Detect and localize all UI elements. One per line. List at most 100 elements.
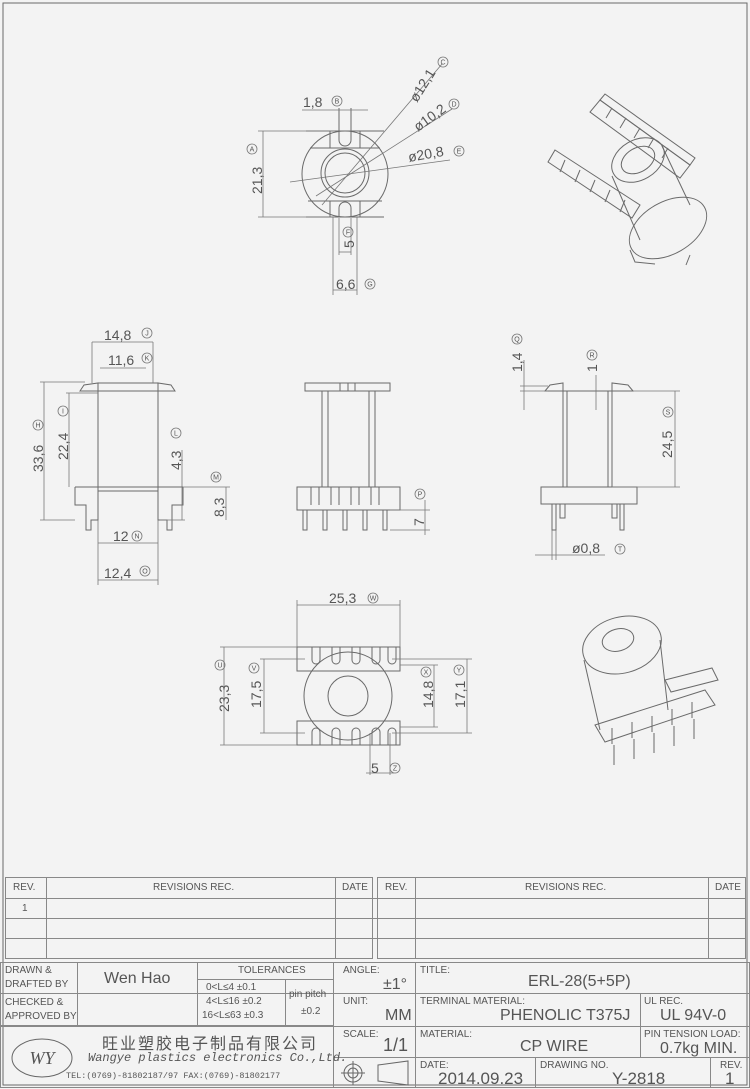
dimension-tag-circle-q: [511, 333, 523, 345]
dimension-tag-circle-a: [246, 143, 258, 155]
company-name-cn: 旺业塑胶电子制品有限公司: [102, 1034, 319, 1053]
dimension-tag-e: E: [457, 149, 462, 156]
dimension-tag-circle-t: [614, 543, 626, 555]
row-divider: [0, 993, 333, 1026]
dimension-value-d: ø10,2: [410, 100, 449, 134]
dimension-value-m: 8,3: [211, 497, 227, 517]
dimension-tag-circle-y: [453, 664, 465, 676]
dimension-tag-v: V: [252, 666, 257, 673]
tolerance-range-3: 16<L≤63 ±0.3: [202, 1010, 264, 1021]
dimension-tag-o: O: [142, 569, 148, 576]
dimension-tag-circle-k: [141, 352, 153, 364]
dimension-value-x: 14,8: [420, 681, 436, 708]
dimension-tag-j: J: [145, 331, 149, 338]
dimension-tag-circle-e: [453, 145, 465, 157]
dimension-tag-circle-i: [57, 405, 69, 417]
dimension-value-l: 4,3: [168, 450, 184, 470]
dimension-tag-circle-j: [141, 327, 153, 339]
bottom-view: [220, 600, 472, 775]
title-label: TITLE:: [420, 965, 451, 976]
drawn-by-value: Wen Hao: [104, 970, 171, 987]
dimension-tag-k: K: [145, 356, 150, 363]
dimension-tag-circle-v: [248, 662, 260, 674]
dimension-tag-circle-s: [662, 406, 674, 418]
tolerances-label: TOLERANCES: [238, 965, 306, 976]
rev-label: REV.: [720, 1060, 743, 1071]
side-view-right: [520, 360, 680, 560]
dimension-tag-circle-x: [420, 666, 432, 678]
dimension-tag-circle-d: [448, 98, 460, 110]
terminal-material-value: PHENOLIC T375J: [500, 1007, 631, 1024]
dimension-tag-s: S: [666, 410, 671, 417]
rev-header: REV.: [385, 882, 408, 893]
dimension-tag-m: M: [213, 475, 219, 482]
dimension-value-c: ø12,1: [406, 66, 439, 105]
dimension-tag-w: W: [370, 596, 377, 603]
dimension-tag-p: P: [418, 492, 423, 499]
tolerances-divider: [197, 979, 333, 980]
dimension-tag-n: N: [134, 534, 139, 541]
rev-value: 1: [725, 1069, 735, 1088]
dimension-value-t: ø0,8: [572, 540, 600, 556]
date-label: DATE:: [420, 1060, 449, 1071]
dimension-tag-circle-w: [367, 592, 379, 604]
revisions-rec-header: REVISIONS REC.: [525, 882, 607, 893]
dimension-value-r: 1: [584, 364, 600, 372]
material-label: MATERIAL:: [420, 1029, 473, 1040]
dimension-tag-g: G: [367, 282, 372, 289]
logo-text: WY: [29, 1048, 56, 1068]
date-header: DATE: [715, 882, 741, 893]
side-view-left: [40, 341, 230, 585]
dimension-tag-t: T: [618, 547, 623, 554]
isometric-view-bottom: [582, 615, 719, 765]
tolerance-range-2: 4<L≤16 ±0.2: [206, 996, 262, 1007]
scale-label: SCALE:: [343, 1029, 379, 1040]
angle-value: ±1°: [383, 976, 408, 993]
dimension-value-v: 17,5: [248, 681, 264, 708]
material-value: CP WIRE: [520, 1038, 589, 1055]
col-divider: [77, 962, 198, 1026]
dimension-value-z: 5: [371, 760, 379, 776]
dimension-tag-circle-b: [331, 95, 343, 107]
dimension-value-o: 12,4: [104, 565, 131, 581]
dimension-tag-circle-p: [414, 488, 426, 500]
date-header: DATE: [342, 882, 368, 893]
drafted-label: DRAFTED BY: [5, 979, 69, 990]
pin-tension-value: 0.7kg MIN.: [660, 1040, 738, 1057]
angle-label: ANGLE:: [343, 965, 380, 976]
dimension-value-w: 25,3: [329, 590, 356, 606]
dimension-value-j: 14,8: [104, 327, 131, 343]
dimension-tag-y: Y: [457, 668, 462, 675]
col-divider: [333, 962, 416, 1088]
col-divider: [535, 1057, 711, 1088]
dimension-value-y: 17,1: [452, 681, 468, 708]
row-divider: [5, 938, 746, 939]
dimension-value-g: 6,6: [336, 276, 356, 292]
approved-label: APPROVED BY: [5, 1011, 77, 1022]
unit-label: UNIT:: [343, 996, 368, 1007]
ul-label: UL REC.: [644, 996, 684, 1007]
dimension-value-q: 1,4: [509, 352, 525, 372]
dimension-tag-u: U: [217, 663, 222, 670]
dimension-tag-circle-g: [364, 278, 376, 290]
dimension-value-f: 5: [341, 240, 357, 248]
dimension-tag-circle-u: [214, 659, 226, 671]
front-view: [296, 382, 430, 535]
third-angle-projection-icon: [341, 1060, 409, 1086]
dimension-tag-h: H: [35, 423, 40, 430]
dimension-value-n: 12: [113, 528, 129, 544]
tolerance-range-1: 0<L≤4 ±0.1: [206, 982, 257, 993]
dimension-tag-circle-h: [32, 419, 44, 431]
dimension-tag-circle-m: [210, 471, 222, 483]
dimension-value-e: ø20,8: [407, 143, 445, 165]
dimension-tag-f: F: [346, 230, 350, 237]
pin-pitch-label: pin pitch: [289, 989, 327, 1000]
dimension-value-u: 23,3: [216, 685, 232, 712]
dimension-tag-z: Z: [393, 766, 398, 773]
dimension-tag-c: C: [440, 60, 445, 67]
pin-pitch-divider: [285, 979, 286, 1026]
dimension-tag-circle-o: [139, 565, 151, 577]
company-name-en: Wangye plastics electronics Co.,Ltd.: [88, 1051, 348, 1065]
dimension-tag-circle-r: [586, 349, 598, 361]
company-logo: WY: [11, 1038, 73, 1078]
